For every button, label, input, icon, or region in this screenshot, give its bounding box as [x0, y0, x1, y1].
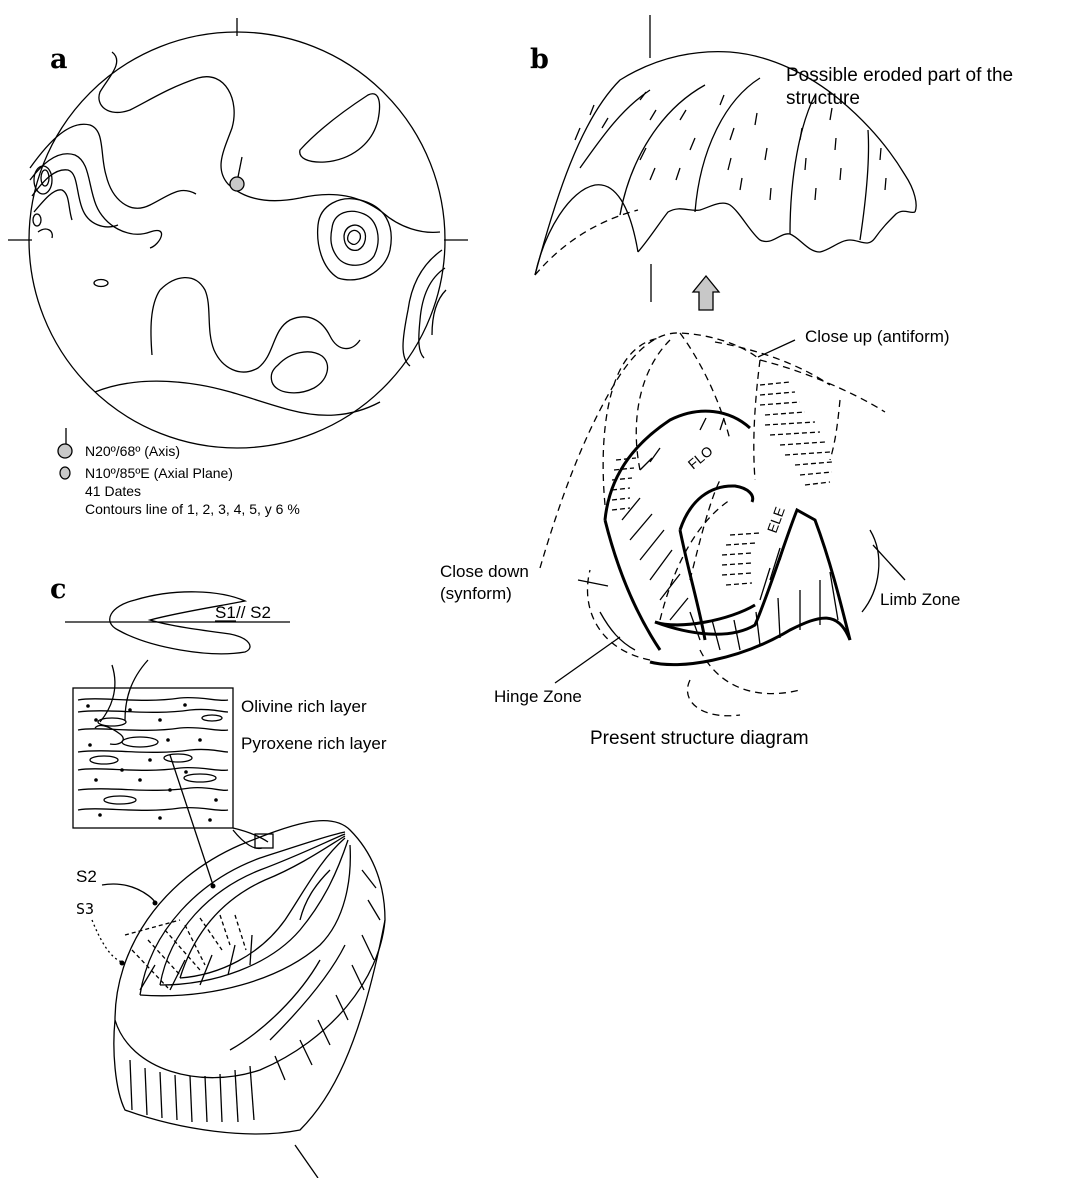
panel-b: b: [440, 15, 1013, 749]
s2-point: [153, 901, 158, 906]
panel-a: a: [8, 18, 468, 517]
close-down-leader: [578, 580, 608, 586]
legend-count-text: 41 Dates: [85, 483, 141, 499]
hinge-zone-label: Hinge Zone: [494, 687, 582, 706]
legend-axis-text: N20º/68º (Axis): [85, 443, 180, 459]
block-axis-trace-bottom: [295, 1145, 318, 1178]
legend-contours-text: Contours line of 1, 2, 3, 4, 5, y 6 %: [85, 501, 300, 517]
ele-label: ELE: [764, 505, 788, 535]
s3-cleavage-label: S3: [76, 900, 94, 918]
legend-axis-symbol: [58, 444, 72, 458]
s2-leader: [102, 884, 155, 902]
olivine-layer-label: Olivine rich layer: [241, 697, 367, 716]
present-structure-caption: Present structure diagram: [590, 728, 809, 749]
close-up-leader: [758, 340, 795, 357]
panel-a-letter: a: [50, 44, 68, 75]
stereonet-contours: [30, 52, 446, 415]
eroded-label-line1: Possible eroded part of the: [786, 65, 1013, 86]
legend-axial-plane-symbol: [60, 467, 70, 479]
flo-label: FLO: [685, 442, 716, 472]
panel-c-letter: c: [50, 574, 66, 605]
legend-axial-plane-text: N10º/85ºE (Axial Plane): [85, 465, 233, 481]
fold-block-diagram: [114, 755, 385, 1178]
s3-leader: [92, 920, 122, 962]
panel-b-letter: b: [530, 44, 549, 75]
layer-textures: [78, 698, 228, 811]
layer-dots: [86, 703, 218, 822]
stereonet-primitive-circle: [29, 32, 445, 448]
fold-closure-sketch: [110, 592, 250, 654]
eroded-label-line2: structure: [786, 88, 860, 109]
hinge-zone-arc: [600, 612, 635, 650]
fold-link-1: [100, 665, 115, 722]
layers-detail-box: [73, 688, 233, 828]
limb-zone-label: Limb Zone: [880, 590, 960, 609]
close-up-label: Close up (antiform): [805, 327, 950, 346]
close-down-line1: Close down: [440, 562, 529, 581]
close-down-line2: (synform): [440, 584, 512, 603]
s3-point: [120, 961, 125, 966]
s2-paired-label: // S2: [236, 603, 271, 622]
pyroxene-layer-label: Pyroxene rich layer: [241, 734, 387, 753]
hinge-zone-leader: [555, 637, 620, 683]
panel-c: c S1 // S2: [50, 574, 387, 1178]
box-connector-top: [233, 828, 268, 842]
fold-axis-point: [211, 884, 216, 889]
present-structure: FLO ELE: [540, 333, 905, 716]
up-arrow-icon: [693, 276, 719, 310]
limb-zone-arc: [862, 530, 879, 612]
axis-pole-marker: [230, 177, 244, 191]
s2-layer-label: S2: [76, 867, 97, 886]
s1-label: S1: [215, 603, 236, 622]
stereonet-legend: N20º/68º (Axis) N10º/85ºE (Axial Plane) …: [58, 428, 300, 517]
